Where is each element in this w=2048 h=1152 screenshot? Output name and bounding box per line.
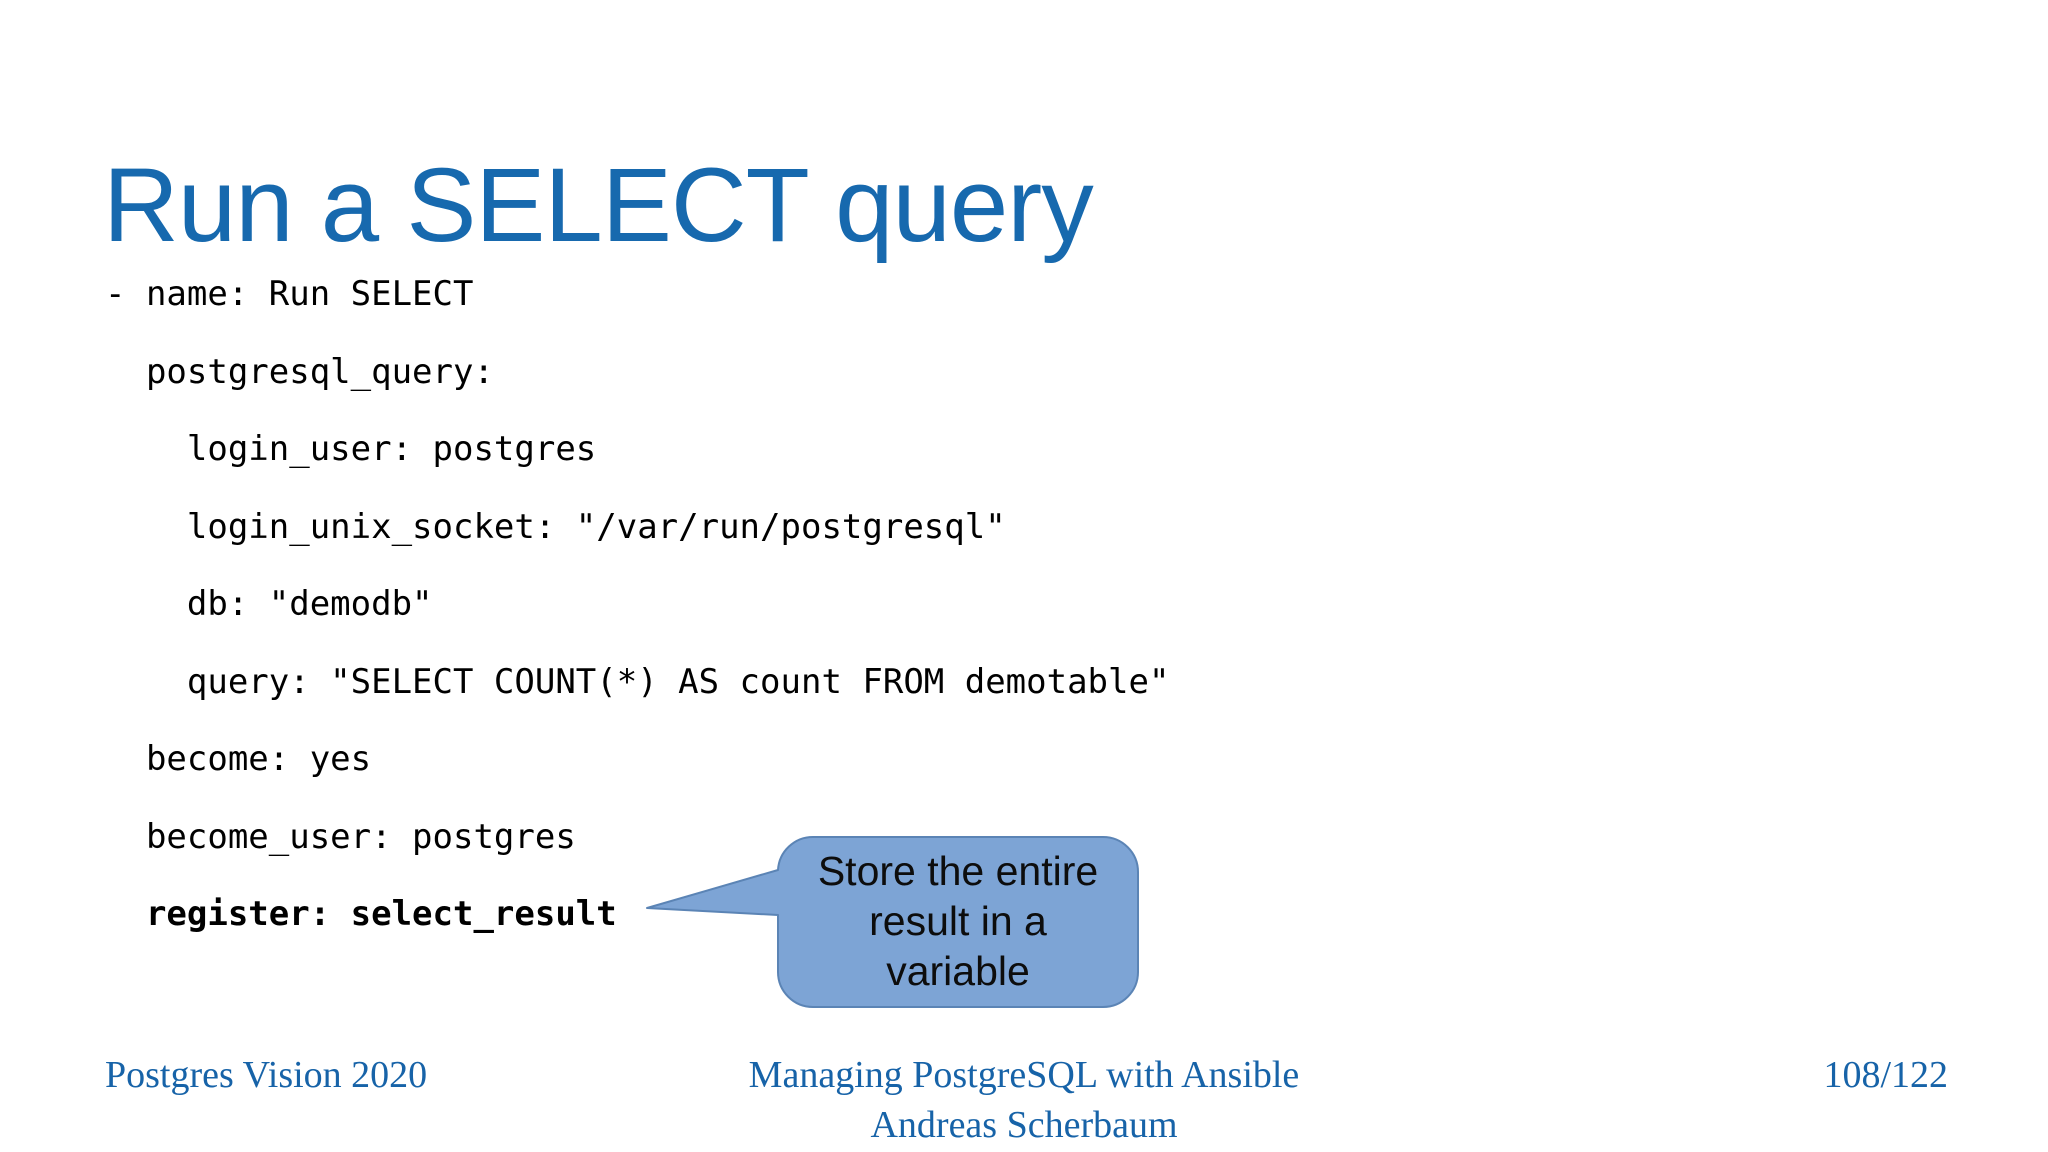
footer-author-name: Andreas Scherbaum	[870, 1104, 1178, 1146]
footer-presentation-title: Managing PostgreSQL with Ansible	[748, 1054, 1300, 1096]
footer-center: Managing PostgreSQL with Ansible Andreas…	[0, 1050, 2048, 1150]
code-line: query: "SELECT COUNT(*) AS count FROM de…	[105, 661, 1170, 702]
speech-bubble-icon	[646, 835, 1139, 1008]
footer-conference-name: Postgres Vision 2020	[105, 1054, 428, 1096]
code-line: login_user: postgres	[105, 429, 597, 469]
callout-text-line: variable	[886, 948, 1030, 994]
code-line: become_user: postgres	[105, 816, 576, 857]
code-line: login_unix_socket: "/var/run/postgresql"	[105, 506, 1006, 547]
callout-text: Store the entire result in a variable	[778, 846, 1138, 996]
yaml-code-block: - name: Run SELECT postgresql_query: log…	[105, 256, 1169, 954]
footer-page-number: 108/122	[1823, 1054, 1948, 1096]
callout-text-line: Store the entire	[817, 848, 1099, 894]
code-line: become: yes	[105, 739, 372, 779]
callout-bubble-shape	[646, 835, 1139, 1008]
code-line: - name: Run SELECT	[105, 274, 474, 314]
callout-text-line: result in a	[869, 898, 1047, 944]
code-line: db: "demodb"	[105, 584, 433, 624]
callout-bubble: Store the entire result in a variable	[638, 825, 1158, 1015]
page-title: Run a SELECT query	[103, 147, 1094, 265]
code-line: postgresql_query:	[105, 351, 494, 392]
code-line-register-highlighted: register: select_result	[105, 894, 617, 934]
